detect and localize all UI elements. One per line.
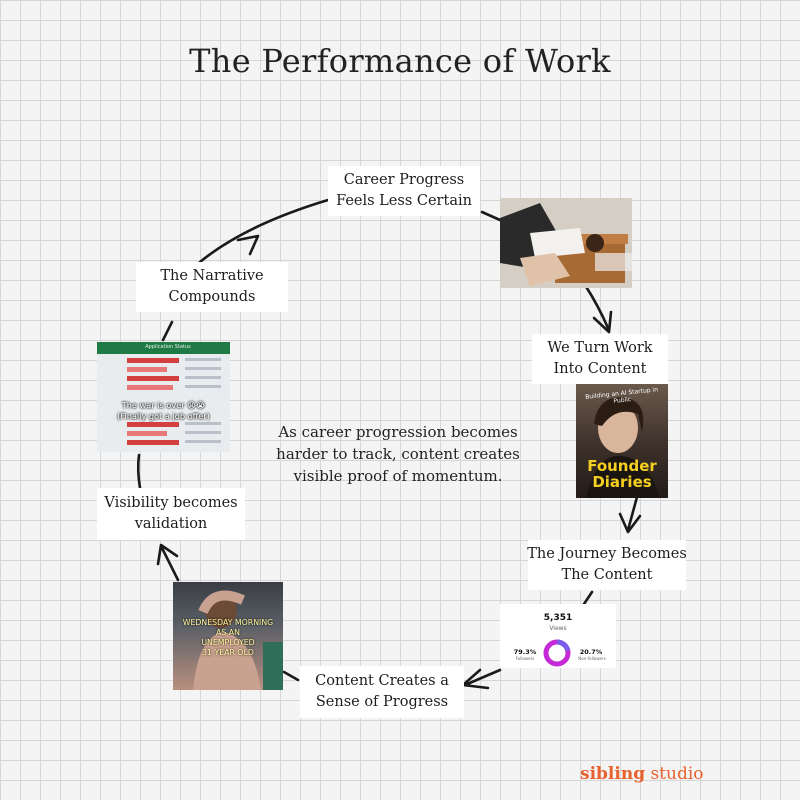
arrow-narrative-to-career <box>198 198 330 264</box>
followers-label: Followers <box>515 656 535 661</box>
views-donut <box>543 639 571 667</box>
arrowhead-analytics-to-progress <box>461 668 490 690</box>
arrowhead-office-to-work <box>592 310 613 334</box>
arrow-office-to-work <box>583 283 610 330</box>
analytics-card: 5,351 Views 79.3% Followers 20.7% Non-fo… <box>500 604 616 668</box>
arrow-journey-to-analytics <box>582 590 594 606</box>
spreadsheet-photo: Application Status The war is over 😩😭 (F… <box>97 342 230 452</box>
center-statement: As career progression becomes harder to … <box>276 423 520 485</box>
arrow-progress-to-wednesday <box>282 670 300 682</box>
non-followers-pct: 20.7% <box>579 648 603 656</box>
arrow-visibility-to-spreadsheet <box>136 453 142 490</box>
brand-logo: sibling studio <box>580 764 704 784</box>
followers-pct: 79.3% <box>513 648 537 656</box>
arrow-career-to-office <box>480 210 502 222</box>
wednesday-caption: WEDNESDAY MORNING AS AN UNEMPLOYED 31 YE… <box>182 618 274 657</box>
arrow-spreadsheet-to-narrative <box>161 320 174 342</box>
arrow-wednesday-to-visibility <box>160 546 180 582</box>
spreadsheet-rows <box>127 358 221 445</box>
page-title: The Performance of Work <box>189 42 611 80</box>
arrowhead-wednesday-to-visibility <box>156 543 179 566</box>
spreadsheet-caption: The war is over 😩😭 (Finally got a job of… <box>117 400 210 421</box>
founder-diaries-photo: Building an AI Startup in Public Founder… <box>576 384 668 498</box>
founder-face-illustration <box>586 397 660 498</box>
office-photo <box>500 198 632 288</box>
views-label: Views <box>549 625 567 632</box>
wednesday-person-illustration <box>193 590 283 690</box>
office-illustration <box>500 198 632 288</box>
wednesday-photo: WEDNESDAY MORNING AS AN UNEMPLOYED 31 YE… <box>173 582 283 690</box>
founder-diaries-caption: Founder Diaries <box>587 457 657 491</box>
arrow-founder-to-journey <box>626 495 639 532</box>
spreadsheet-header <box>97 342 230 354</box>
spreadsheet-header-label: Application Status <box>145 344 191 350</box>
views-value: 5,351 <box>543 613 573 623</box>
non-followers-label: Non-followers <box>578 656 606 661</box>
arrow-analytics-to-progress <box>463 668 502 687</box>
arrowhead-founder-to-journey <box>618 512 642 534</box>
arrowhead-narrative-to-career <box>236 234 260 256</box>
